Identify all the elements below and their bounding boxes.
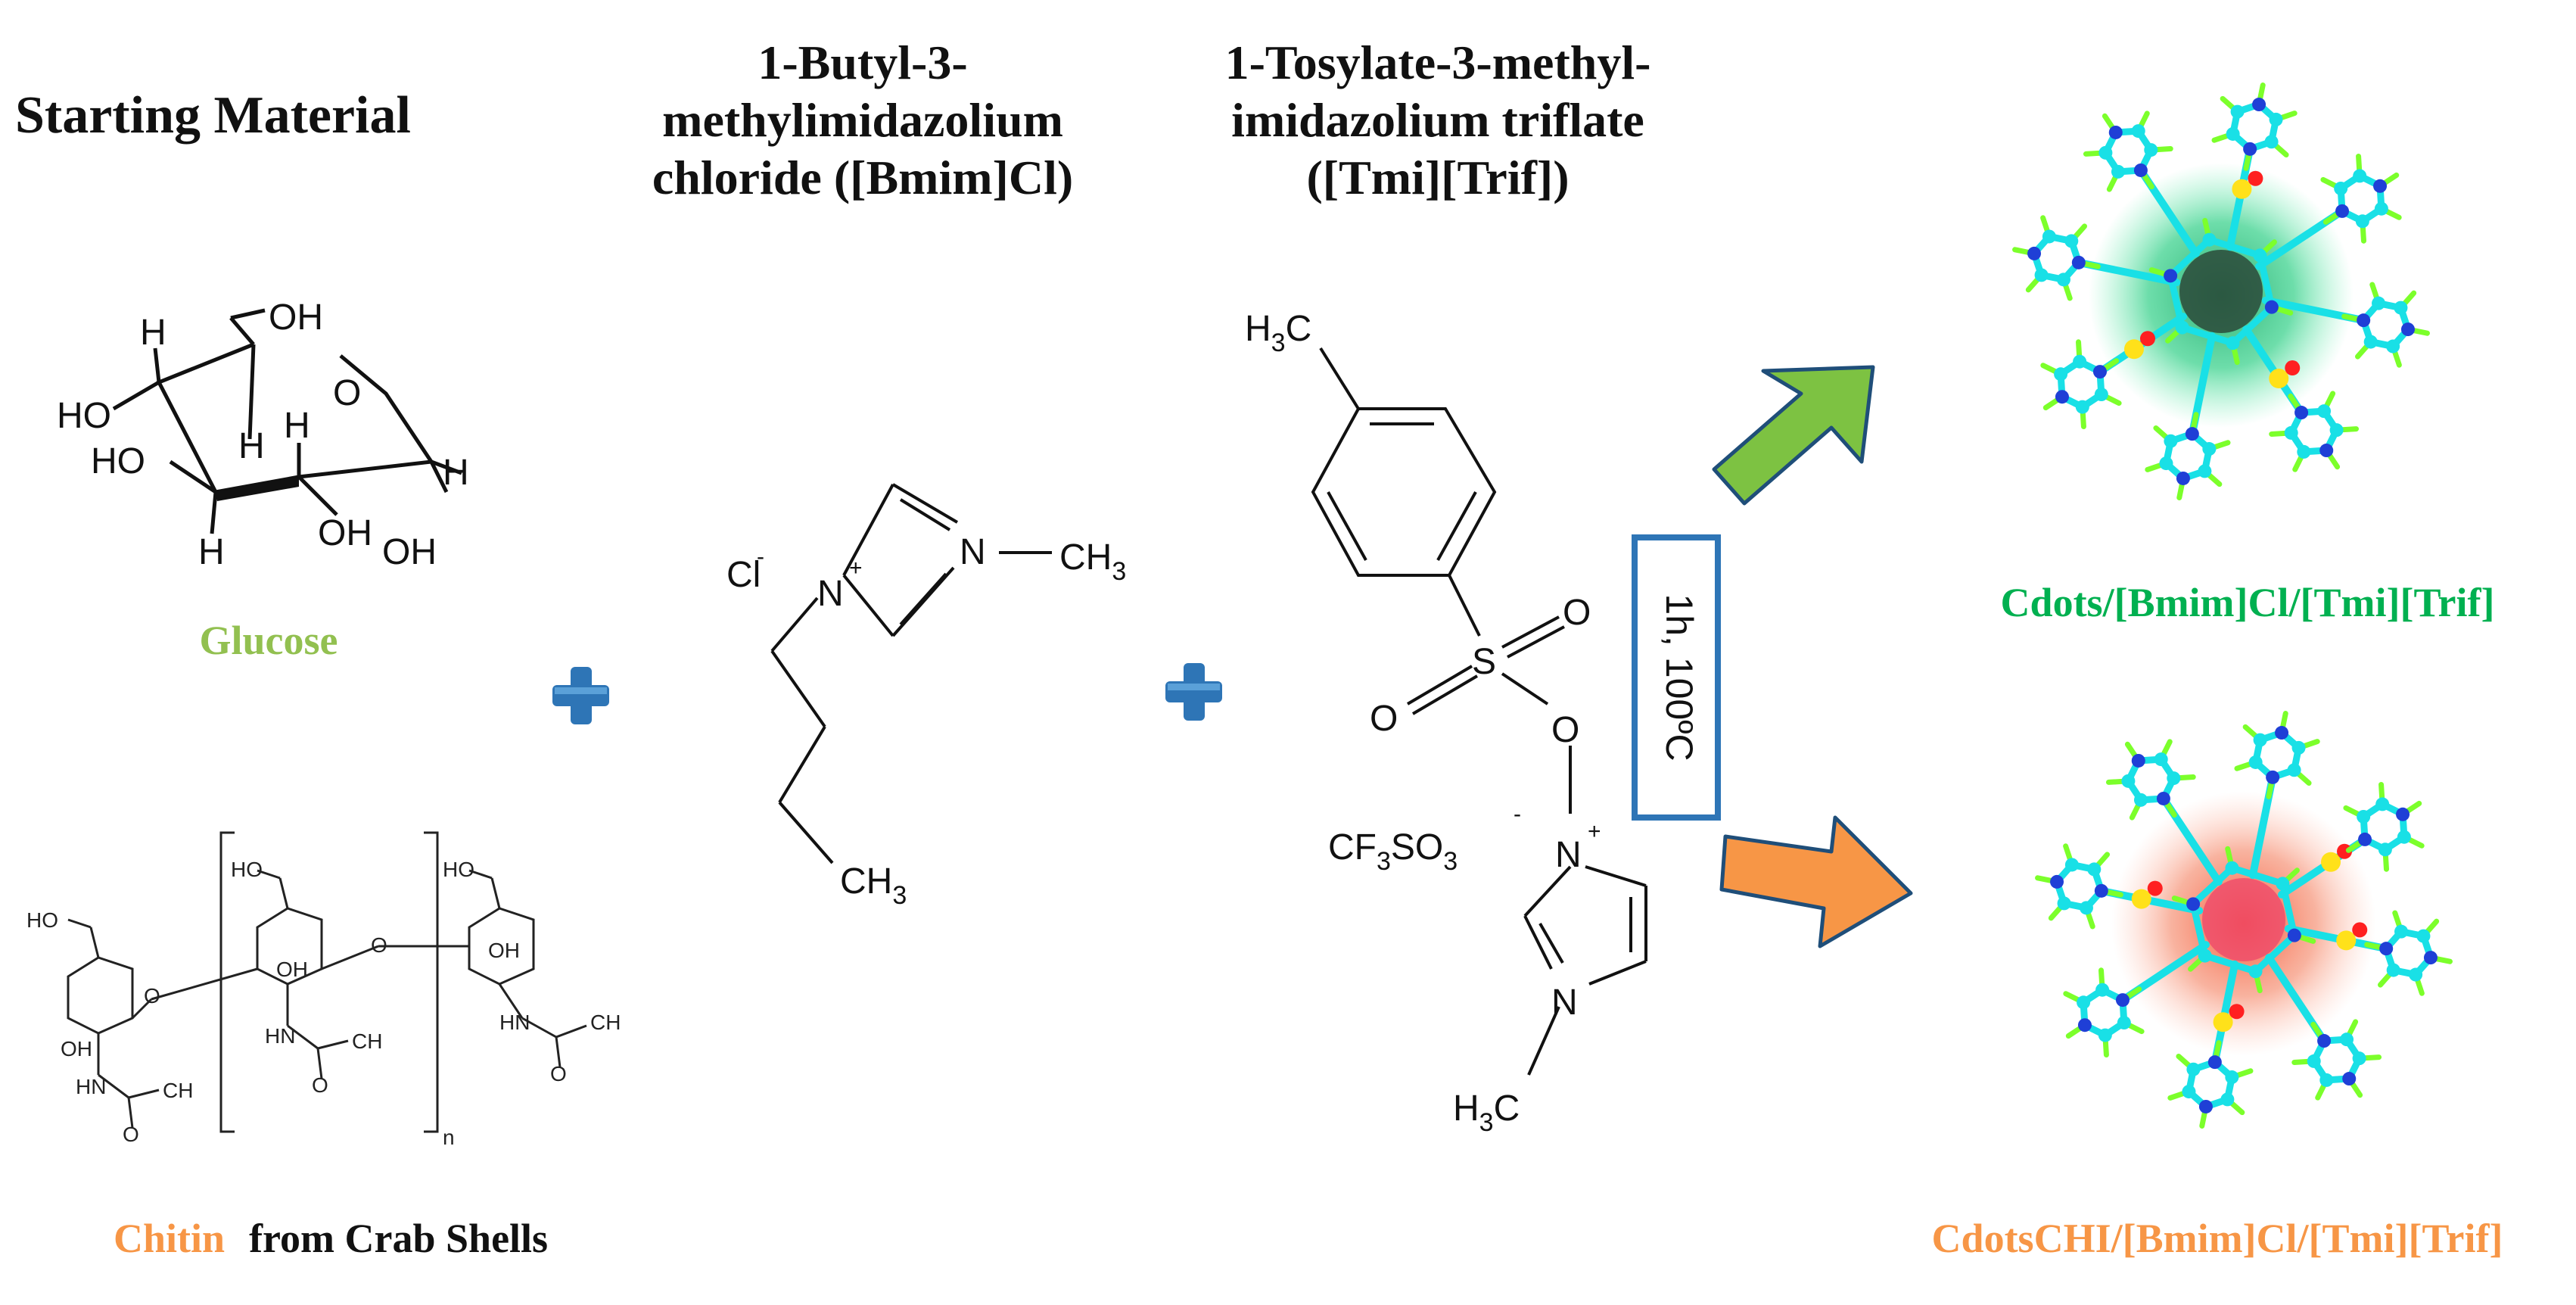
product-green-label: Cdots/[Bmim]Cl/[Tmi][Trif]: [2000, 580, 2495, 625]
atom-h: H: [198, 532, 225, 572]
bmim-structure: [770, 483, 1052, 864]
atom-n: N: [1551, 983, 1578, 1023]
tmi-atom-labels: H3C S O O O CF3SO3 - N + N H3C: [1245, 309, 1601, 1137]
ch3-bottom: CH3: [840, 861, 907, 910]
header-bmim-line2: methylimidazolium: [662, 93, 1063, 147]
atom-ho: HO: [26, 908, 58, 932]
atom-ho: HO: [443, 858, 474, 881]
header-tmi: 1-Tosylate-3-methyl- imidazolium triflat…: [1135, 34, 1741, 207]
chitin-structure: [67, 831, 587, 1133]
plus-sign-2: [1165, 663, 1222, 721]
bmim-atom-labels: Cl - N + N CH3 CH3: [726, 532, 1126, 910]
h3c-bottom: H3C: [1453, 1089, 1520, 1137]
atom-s: S: [1472, 642, 1496, 682]
atom-ch3: CH: [163, 1079, 193, 1102]
product-orange-molecule: [2035, 711, 2453, 1129]
atom-ho: HO: [91, 441, 145, 481]
tmi-structure: [1311, 347, 1647, 1076]
condition-label: 1h, 100ºC: [1658, 593, 1700, 761]
plus-sign-1: [552, 667, 609, 724]
h3c-top: H3C: [1245, 309, 1311, 357]
arrow-orange: [1719, 815, 1913, 948]
molecule-bonds-green: [2012, 83, 2430, 500]
atom-oh: OH: [318, 513, 372, 553]
product-green-molecule: [2012, 83, 2430, 500]
header-bmim-line3: chloride ([Bmim]Cl): [652, 151, 1074, 204]
atom-o: O: [144, 984, 160, 1008]
glucose-label: Glucose: [199, 618, 338, 663]
header-bmim-line1: 1-Butyl-3-: [758, 36, 968, 89]
chitin-label: Chitin: [114, 1216, 226, 1261]
atom-oh: OH: [382, 532, 437, 572]
ch3-top: CH3: [1059, 537, 1126, 586]
atom-o: O: [550, 1062, 567, 1085]
header-tmi-line1: 1-Tosylate-3-methyl-: [1224, 36, 1651, 89]
atom-o: O: [371, 933, 387, 957]
header-tmi-line2: imidazolium triflate: [1231, 93, 1644, 147]
charge-minus: -: [1514, 802, 1521, 827]
atom-hn: HN: [76, 1075, 106, 1098]
chitin-atom-labels: HO HO HO OH OH OH HN HN HN CH CH CH O O …: [26, 858, 621, 1149]
atom-o: O: [123, 1123, 139, 1146]
header-starting-material: Starting Material: [15, 86, 411, 145]
from-crab-shells-label: from Crab Shells: [249, 1216, 549, 1261]
cf3so3: CF3SO3: [1328, 827, 1458, 876]
atom-h: H: [443, 453, 469, 493]
atom-hn: HN: [265, 1024, 295, 1048]
header-bmim: 1-Butyl-3- methylimidazolium chloride ([…: [552, 34, 1173, 207]
header-tmi-line3: ([Tmi][Trif]): [1306, 151, 1570, 204]
atom-ch3: CH: [590, 1011, 621, 1034]
atom-oh: OH: [61, 1037, 92, 1061]
atom-n: N: [960, 532, 986, 572]
atom-cl: Cl: [726, 555, 761, 595]
atom-o: O: [333, 373, 361, 413]
atom-ch3: CH: [352, 1029, 382, 1053]
glucose-structure: [112, 308, 462, 534]
atom-o: O: [312, 1073, 328, 1097]
atom-ho: HO: [57, 396, 111, 436]
charge-plus: +: [849, 556, 863, 581]
atom-h: H: [238, 426, 265, 466]
atom-n-plus: N: [1555, 835, 1582, 875]
atom-o: O: [1551, 710, 1579, 750]
atom-n-subscript: n: [443, 1126, 455, 1149]
atom-oh: OH: [488, 939, 520, 962]
reaction-condition-box: 1h, 100ºC: [1632, 534, 1721, 821]
atom-ho: HO: [231, 858, 263, 881]
charge-plus: +: [1588, 819, 1601, 844]
atom-n-plus: N: [817, 574, 844, 614]
atom-oh: OH: [269, 297, 323, 338]
atom-h: H: [140, 313, 166, 353]
atom-oh: OH: [276, 958, 308, 981]
atom-hn: HN: [499, 1011, 530, 1034]
atom-o: O: [1563, 593, 1591, 633]
chitin-caption: Chitin from Crab Shells: [114, 1215, 643, 1262]
arrow-green: [1712, 365, 1875, 506]
product-orange-label: CdotsCHI/[Bmim]Cl/[Tmi][Trif]: [1931, 1216, 2503, 1261]
atom-o: O: [1370, 699, 1398, 739]
atom-h: H: [284, 406, 310, 446]
charge-minus: -: [757, 544, 764, 569]
molecule-bonds-orange: [2035, 711, 2453, 1129]
glucose-atom-labels: OH H O HO HO H H H H OH OH: [57, 297, 469, 572]
